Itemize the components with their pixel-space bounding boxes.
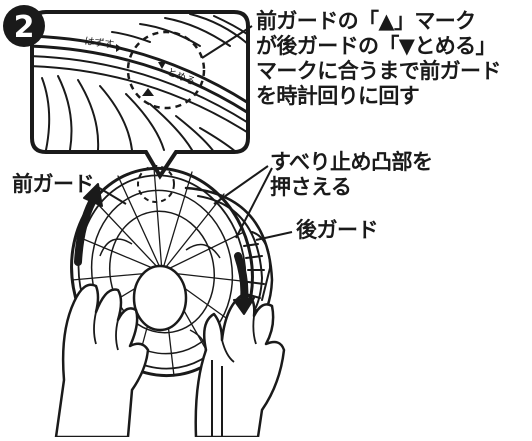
right-hand <box>194 292 286 439</box>
rotate-down-arrow-icon <box>233 252 255 315</box>
top-mark-highlight <box>137 165 175 203</box>
svg-text:2: 2 <box>14 10 35 45</box>
left-hand <box>54 283 150 439</box>
instruction-text: 前ガードの「▲」マーク が後ガードの「▼とめる」 マークに合うまで前ガード を時… <box>256 9 501 109</box>
rear-guard-label: 後ガード <box>296 218 379 242</box>
zoom-inset: はずす とめる <box>30 10 250 180</box>
press-tabs-line-1: すべり止め凸部を <box>270 150 433 174</box>
mark-triangle-icon <box>116 44 122 52</box>
press-tabs-line-2: 押さえる <box>270 175 352 199</box>
instruction-line-4: を時計回りに回す <box>256 84 420 108</box>
press-tabs-label: すべり止め凸部を 押さえる <box>270 150 433 200</box>
up-triangle-icon <box>142 88 154 96</box>
fan-stand <box>211 360 223 437</box>
instruction-line-1: 前ガードの「▲」マーク <box>256 9 476 33</box>
instruction-line-2: が後ガードの「▼とめる」 <box>256 34 497 58</box>
mark-down-triangle-icon <box>158 62 166 69</box>
front-guard-label: 前ガード <box>12 172 95 196</box>
rotate-up-arrow-icon <box>74 183 103 266</box>
step-number-badge: 2 <box>3 5 45 47</box>
instruction-line-3: マークに合うまで前ガード <box>256 59 501 83</box>
mark-triangle-label: はずす <box>84 35 115 51</box>
